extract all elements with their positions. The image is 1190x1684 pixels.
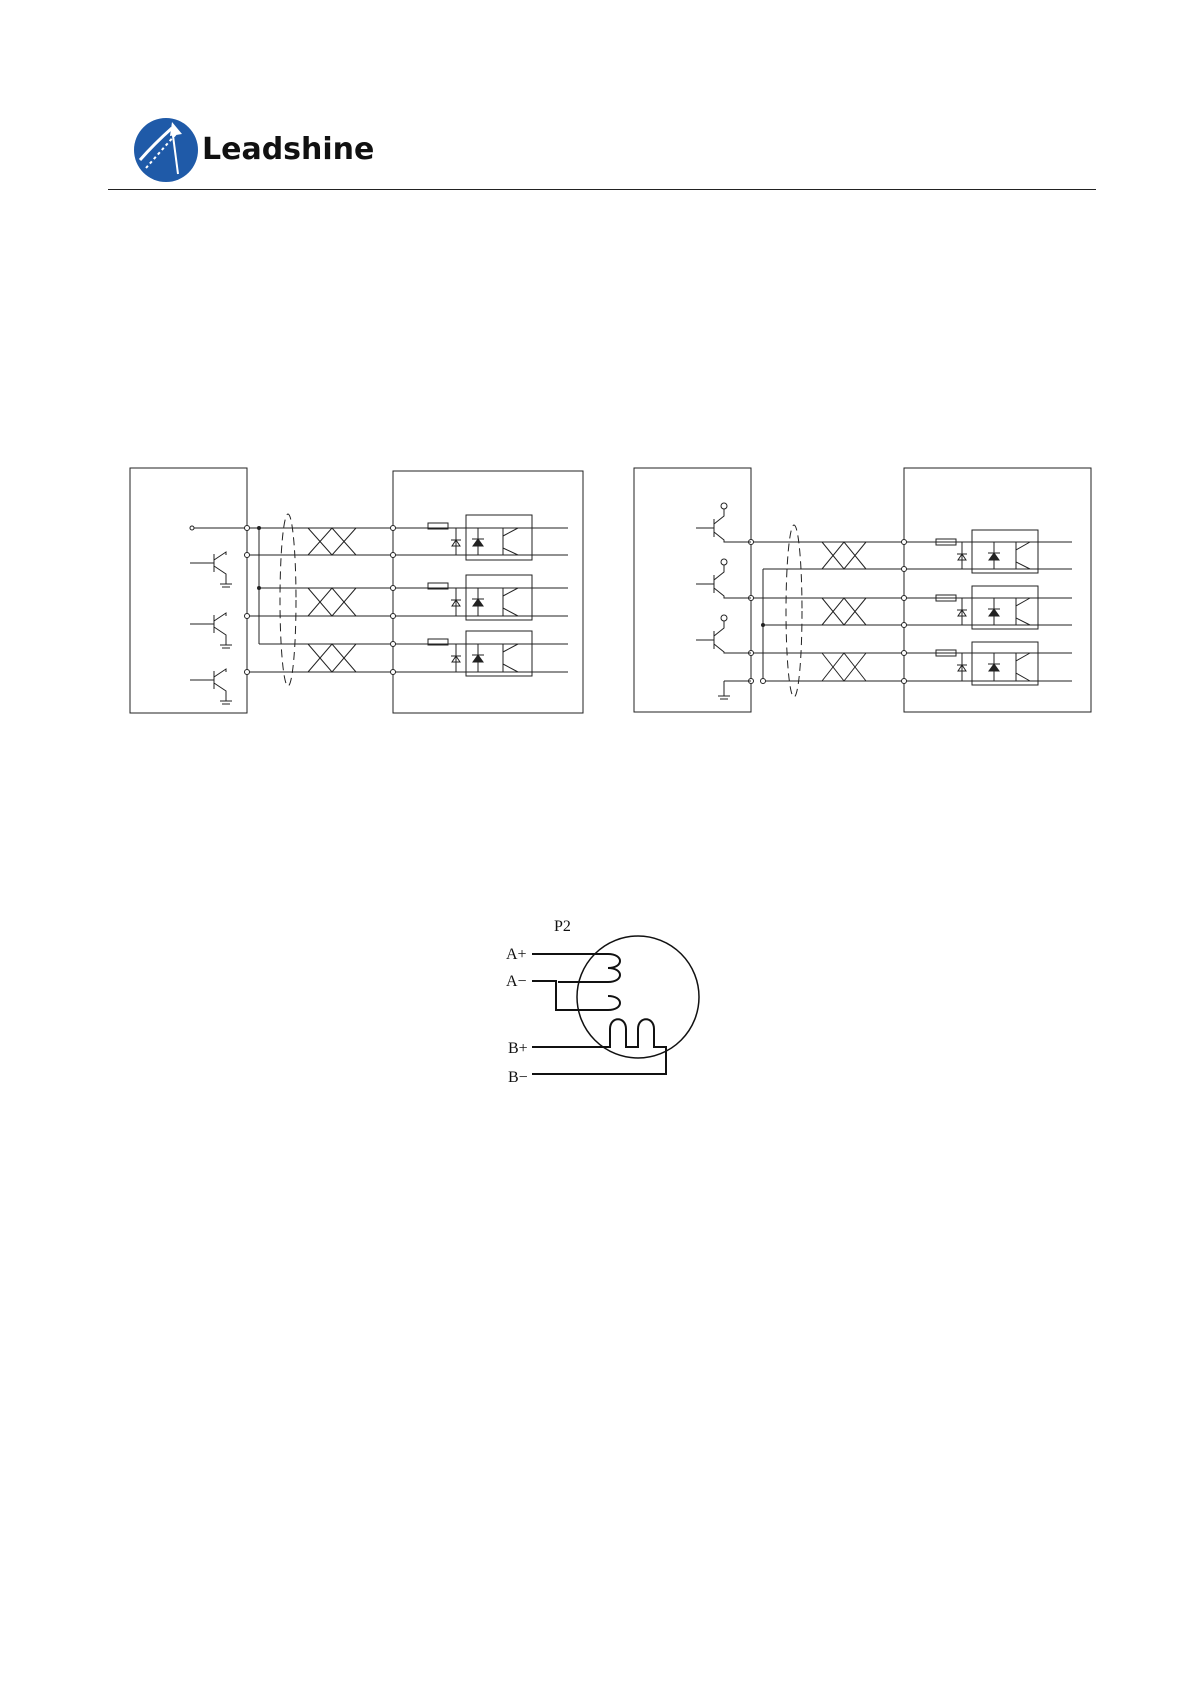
- leadshine-globe-arrow-logo-icon: [132, 114, 198, 184]
- common-collector-wiring-diagram: [632, 466, 1094, 718]
- npn-transistors: [190, 552, 232, 704]
- common-emitter-wiring-diagram: [128, 466, 590, 718]
- connector-label: P2: [554, 918, 571, 935]
- header-divider: [108, 189, 1096, 190]
- optocoupler-inputs: [936, 530, 1038, 685]
- terminal-a-minus: A−: [506, 973, 527, 990]
- motor-symbol: [532, 936, 699, 1074]
- terminal-a-plus: A+: [506, 946, 527, 963]
- npn-transistors: [696, 509, 751, 699]
- controller-box: [634, 468, 751, 712]
- cable-shield: [280, 514, 296, 686]
- cable-shield: [786, 525, 802, 697]
- signal-lines: [751, 542, 1072, 681]
- twisted-pairs: [308, 528, 356, 672]
- driver-box: [393, 471, 583, 713]
- optocoupler-inputs: [428, 515, 532, 676]
- motor-winding-diagram: P2 A+ A− B+ B−: [498, 914, 708, 1094]
- terminal-b-plus: B+: [508, 1040, 528, 1057]
- brand-name: Leadshine: [202, 132, 374, 167]
- company-logo: Leadshine: [132, 114, 432, 184]
- twisted-pairs: [822, 542, 866, 681]
- driver-box: [904, 468, 1091, 712]
- signal-lines: [192, 528, 568, 672]
- controller-box: [130, 468, 247, 713]
- terminal-b-minus: B−: [508, 1069, 528, 1086]
